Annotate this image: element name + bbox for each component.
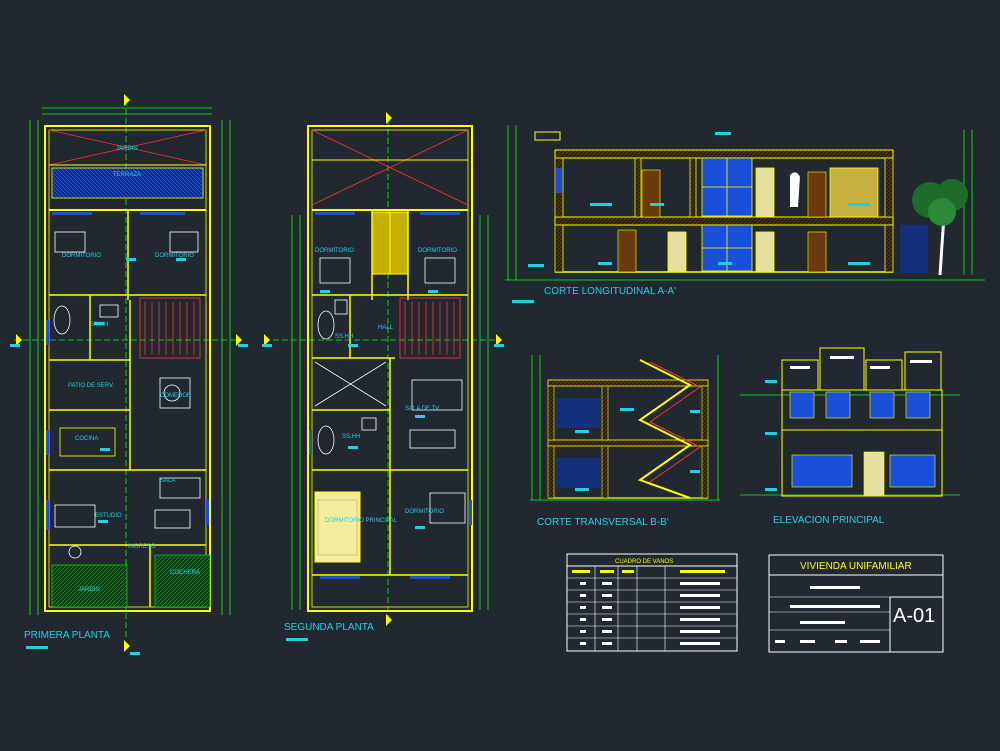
label-cochera: COCHERA	[170, 570, 200, 576]
label-cocina: COCINA	[75, 436, 98, 442]
main-elevation: ELEVACION PRINCIPAL	[740, 347, 960, 526]
label-sala: SALA	[160, 478, 175, 484]
title-main-elevation: ELEVACION PRINCIPAL	[773, 515, 885, 526]
label-sf-ss-hh-2: SS.HH	[342, 434, 360, 440]
longitudinal-section: CORTE LONGITUDINAL A-A'	[505, 125, 985, 303]
title-long-section: CORTE LONGITUDINAL A-A'	[544, 286, 676, 297]
label-dormitorio-2: DORMITORIO	[155, 253, 194, 259]
label-estudio: ESTUDIO	[95, 513, 122, 519]
label-sf-dormitorio-1: DORMITORIO	[315, 248, 354, 254]
label-sf-sala-tv: SALA DE TV	[405, 406, 439, 412]
cross-section: CORTE TRANSVERSAL B-B'	[530, 355, 720, 528]
label-patio: PATIO DE SERV.	[68, 383, 114, 389]
label-sf-dormitorio-principal: DORMITORIO PRINCIPAL	[325, 518, 397, 524]
label-sf-hall: HALL	[378, 325, 394, 331]
title-second-floor: SEGUNDA PLANTA	[284, 622, 374, 633]
project-title: VIVIENDA UNIFAMILIAR	[800, 561, 912, 572]
label-dormitorio-1: DORMITORIO	[62, 253, 101, 259]
label-sf-dormitorio-3: DORMITORIO	[405, 509, 444, 515]
label-jardin-bottom: JARDIN	[78, 587, 100, 593]
schedule-title: CUADRO DE VANOS	[615, 559, 673, 565]
tree-icon	[912, 179, 968, 276]
title-cross-section: CORTE TRANSVERSAL B-B'	[537, 517, 669, 528]
second-floor-plan: DORMITORIO DORMITORIO SS.HH HALL SALA DE…	[262, 112, 504, 641]
label-terraza: TERRAZA	[113, 172, 141, 178]
label-sf-ss-hh-1: SS.HH	[335, 334, 353, 340]
label-sf-dormitorio-2: DORMITORIO	[418, 248, 457, 254]
first-floor-plan: JARDIN TERRAZA DORMITORIO DORMITORIO SS.…	[10, 94, 248, 655]
label-comedor: COMEDOR	[160, 393, 192, 399]
sheet-number: A-01	[893, 605, 935, 627]
title-block: VIVIENDA UNIFAMILIAR A-01	[768, 554, 944, 653]
label-ss-hh: SS.HH	[90, 322, 108, 328]
openings-schedule: CUADRO DE VANOS	[566, 553, 738, 652]
label-ingreso: INGRESO	[128, 544, 156, 550]
title-first-floor: PRIMERA PLANTA	[24, 630, 110, 641]
label-jardin-top: JARDIN	[116, 146, 138, 152]
